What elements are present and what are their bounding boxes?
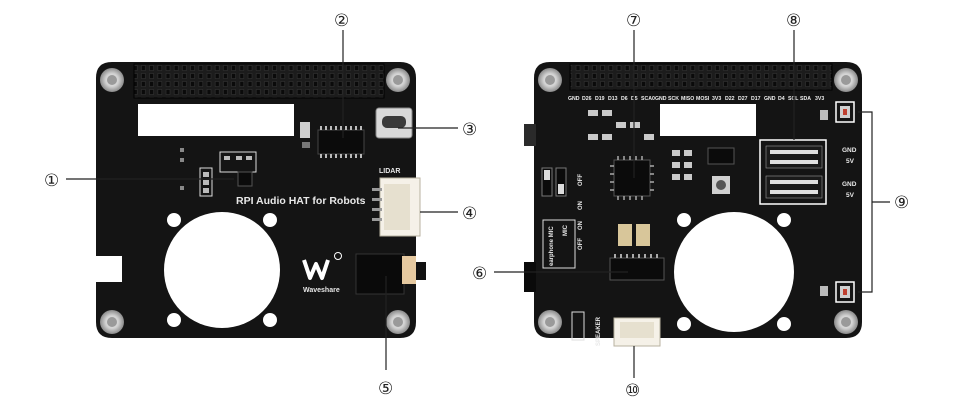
callout-9: ⑨ xyxy=(894,193,909,213)
pin-label: D17 xyxy=(751,96,761,102)
pin-label: D22 xyxy=(725,96,735,102)
switch-label-off-2: OFF xyxy=(578,238,584,250)
back-amplifier-chip xyxy=(609,257,665,281)
callout-1: ① xyxy=(44,171,59,191)
front-gpio-header xyxy=(133,63,385,99)
back-label-window xyxy=(660,104,756,136)
callout-2: ② xyxy=(334,11,349,31)
brand-name: Waveshare xyxy=(303,287,340,294)
front-board: LIDAR RPI Audio HAT for Robots Waveshare xyxy=(96,62,426,338)
pin-label: D27 xyxy=(738,96,748,102)
switch-label-on-1: ON xyxy=(578,201,584,210)
power-label-gnd-1: GND xyxy=(842,147,857,154)
front-audio-chip xyxy=(317,129,365,155)
front-speaker-cutout xyxy=(164,212,280,328)
pin-label: SCA0 xyxy=(641,96,655,102)
lidar-label: LIDAR xyxy=(379,168,400,175)
back-mcu-chip xyxy=(613,159,651,197)
pin-label: SDA xyxy=(800,96,811,102)
mic-label-earphone: earphone MIC xyxy=(549,226,555,266)
pin-label: GND xyxy=(568,96,580,102)
waveshare-logo: Waveshare xyxy=(302,252,342,294)
mic-label-box xyxy=(542,219,576,269)
power-label-gnd-2: GND xyxy=(842,181,857,188)
pin-label: 3V3 xyxy=(712,96,721,102)
front-label-window xyxy=(138,104,294,136)
switch-label-on-2: ON xyxy=(578,221,584,230)
power-label-5v-2: 5V xyxy=(846,192,855,199)
back-speaker-cutout xyxy=(674,212,794,332)
callout-7: ⑦ xyxy=(626,11,641,31)
pin-label: GND xyxy=(764,96,776,102)
back-board: GND D26 D19 D13 D6 D5 SCA0 GND SCK MISO … xyxy=(524,62,862,347)
mic-label-mic: MIC xyxy=(563,224,569,236)
back-gpio-header xyxy=(569,63,833,91)
microphones xyxy=(835,101,855,303)
callout-6: ⑥ xyxy=(472,264,487,284)
pin-label: D26 xyxy=(582,96,592,102)
pin-label: MOSI xyxy=(696,96,710,102)
back-standoffs xyxy=(538,68,858,334)
gpio-pin-labels: GND D26 D19 D13 D6 D5 SCA0 GND SCK MISO … xyxy=(568,96,824,102)
headphone-jack xyxy=(355,253,405,295)
speaker-label: SPEAKER xyxy=(596,316,602,346)
callout-numbers: ① ② ③ ④ ⑤ ⑥ ⑦ ⑧ ⑨ ⑩ xyxy=(44,11,909,401)
pin-label: SCK xyxy=(668,96,679,102)
pin-label: MISO xyxy=(681,96,694,102)
callout-5: ⑤ xyxy=(378,379,393,399)
pin-label: 3V3 xyxy=(815,96,824,102)
callout-4: ④ xyxy=(462,204,477,224)
callouts xyxy=(66,30,890,378)
callout-3: ③ xyxy=(462,120,477,140)
pin-label: D19 xyxy=(595,96,605,102)
switch-label-off-1: OFF xyxy=(578,174,584,186)
callout-10: ⑩ xyxy=(625,381,640,401)
power-label-5v-1: 5V xyxy=(846,158,855,165)
pin-label: D4 xyxy=(778,96,785,102)
callout-8: ⑧ xyxy=(786,11,801,31)
power-pads xyxy=(759,139,827,205)
product-label: RPI Audio HAT for Robots xyxy=(236,195,366,207)
dip-switches xyxy=(541,167,567,197)
pin-label: D6 xyxy=(621,96,628,102)
front-standoffs xyxy=(100,68,410,334)
pin-label: GND xyxy=(655,96,667,102)
pin-label: D13 xyxy=(608,96,618,102)
